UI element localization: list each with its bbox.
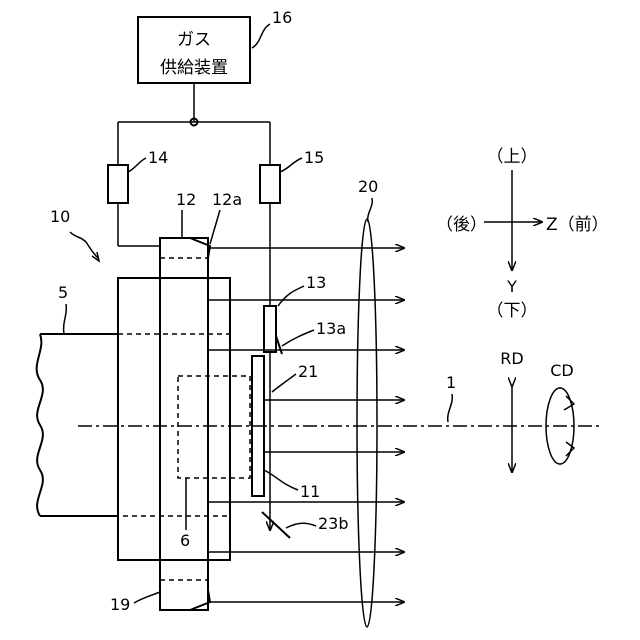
leader-23b xyxy=(286,523,316,528)
label-6: 6 xyxy=(180,531,190,550)
label-down: （下） xyxy=(487,301,538,321)
workpiece-5-hidden xyxy=(118,334,230,516)
nozzle-body-12 xyxy=(160,238,208,610)
label-23b: 23b xyxy=(318,514,349,533)
leader-19 xyxy=(134,592,160,603)
valve-14 xyxy=(108,165,128,203)
label-z-front: Z（前） xyxy=(546,215,609,235)
workpiece-5-left-edge xyxy=(37,334,43,516)
gas-curtain-20 xyxy=(357,219,377,627)
nozzle-tip-12a xyxy=(160,238,210,258)
label-back: （後） xyxy=(436,215,487,235)
leader-1 xyxy=(448,394,453,422)
leader-14 xyxy=(128,158,146,172)
label-13a: 13a xyxy=(316,319,346,338)
leader-20 xyxy=(368,198,373,222)
leader-10 xyxy=(70,232,98,258)
nozzle-tip-19 xyxy=(160,590,210,610)
valve-15 xyxy=(260,165,280,203)
label-20: 20 xyxy=(358,177,378,196)
label-11: 11 xyxy=(300,482,320,501)
label-21: 21 xyxy=(298,362,318,381)
gas-supply-label-1: ガス xyxy=(177,30,211,50)
gas-supply-label-2: 供給装置 xyxy=(160,58,228,78)
leader-5 xyxy=(64,304,67,334)
deflector-23b xyxy=(262,512,290,538)
component-6 xyxy=(178,376,250,478)
label-13: 13 xyxy=(306,273,326,292)
label-19: 19 xyxy=(110,595,130,614)
leader-21 xyxy=(272,374,296,392)
label-12: 12 xyxy=(176,190,196,209)
label-up: （上） xyxy=(487,147,538,167)
label-16: 16 xyxy=(272,8,292,27)
nozzle-13 xyxy=(264,306,276,352)
label-y: Y xyxy=(506,277,517,296)
frame-10 xyxy=(118,278,230,560)
leader-13a xyxy=(282,330,314,346)
leader-11 xyxy=(264,470,298,490)
label-5: 5 xyxy=(58,283,68,302)
label-12a: 12a xyxy=(212,190,242,209)
label-14: 14 xyxy=(148,148,168,167)
label-cd: CD xyxy=(550,361,574,380)
label-rd: RD xyxy=(500,349,523,368)
label-10: 10 xyxy=(50,207,70,226)
leader-12a xyxy=(210,210,220,244)
label-1: 1 xyxy=(446,373,456,392)
leader-16 xyxy=(252,24,270,48)
leader-15 xyxy=(280,158,302,172)
leader-13 xyxy=(278,286,304,306)
label-15: 15 xyxy=(304,148,324,167)
